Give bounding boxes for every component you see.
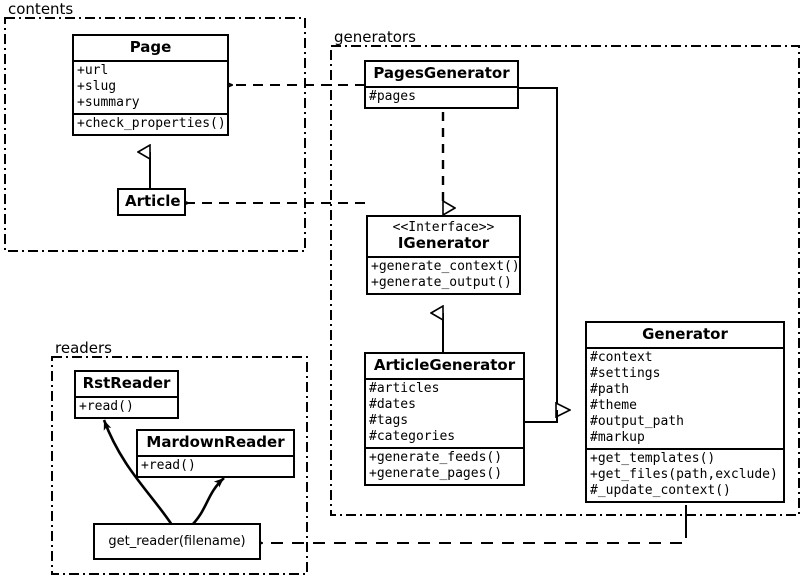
class-box-article[interactable]: Article — [117, 188, 186, 216]
relation-generator-to-getreader — [262, 505, 687, 543]
attribute-row: #pages — [369, 89, 416, 104]
class-box-articlegenerator[interactable]: ArticleGenerator #articles #dates #tags … — [364, 352, 525, 486]
package-label-generators: generators — [332, 28, 418, 46]
class-box-pagesgenerator[interactable]: PagesGenerator #pages — [364, 60, 519, 109]
method-row: +generate_feeds() — [369, 450, 503, 465]
attribute-row: #tags — [369, 413, 409, 428]
method-row: +generate_output() — [371, 275, 512, 290]
class-box-igenerator[interactable]: <<Interface>> IGenerator +generate_conte… — [366, 215, 521, 295]
class-box-mardownreader[interactable]: MardownReader +read() — [136, 429, 295, 478]
method-row: +read() — [79, 399, 134, 414]
method-row: +get_files(path,exclude) — [590, 467, 778, 482]
class-methods-articlegenerator: +generate_feeds() +generate_pages() — [366, 447, 523, 484]
function-box-get-reader[interactable]: get_reader(filename) — [93, 523, 261, 560]
class-box-generator[interactable]: Generator #context #settings #path #them… — [585, 321, 785, 503]
attribute-row: +url — [77, 63, 109, 78]
class-methods-igenerator: +generate_context() +generate_output() — [368, 256, 520, 293]
class-box-page[interactable]: Page +url +slug +summary +check_properti… — [72, 34, 229, 136]
method-row: +generate_context() — [371, 259, 520, 274]
class-methods-generator: +get_templates() +get_files(path,exclude… — [587, 448, 783, 501]
method-row: +generate_pages() — [369, 466, 503, 481]
method-row: +get_templates() — [590, 451, 716, 466]
attribute-row: #context — [590, 350, 653, 365]
class-title-pagesgenerator: PagesGenerator — [373, 64, 510, 82]
function-box-label: get_reader(filename) — [108, 534, 246, 549]
class-methods-page: +check_properties() — [74, 113, 227, 134]
attribute-row: #settings — [590, 366, 661, 381]
attribute-row: #path — [590, 382, 630, 397]
method-row: #_update_context() — [590, 483, 731, 498]
class-attributes-page: +url +slug +summary — [74, 60, 227, 113]
attribute-row: #dates — [369, 397, 416, 412]
class-methods-rstreader: +read() — [76, 396, 177, 417]
class-attributes-articlegenerator: #articles #dates #tags #categories — [366, 378, 523, 447]
package-label-readers: readers — [53, 339, 114, 357]
relation-articlegenerator-to-generator — [525, 410, 558, 423]
attribute-row: +slug — [77, 79, 117, 94]
attribute-row: #output_path — [590, 414, 684, 429]
attribute-row: +summary — [77, 95, 140, 110]
class-attributes-generator: #context #settings #path #theme #output_… — [587, 347, 783, 448]
attribute-row: #categories — [369, 429, 456, 444]
class-title-article: Article — [125, 192, 181, 210]
method-row: +read() — [141, 458, 196, 473]
attribute-row: #theme — [590, 398, 637, 413]
class-title-page: Page — [129, 38, 172, 56]
attribute-row: #articles — [369, 381, 440, 396]
attribute-row: #markup — [590, 430, 645, 445]
class-attributes-pagesgenerator: #pages — [366, 86, 517, 107]
method-row: +check_properties() — [77, 116, 226, 131]
class-methods-mardownreader: +read() — [138, 455, 293, 476]
class-box-rstreader[interactable]: RstReader +read() — [74, 370, 179, 419]
class-title-mardownreader: MardownReader — [146, 433, 285, 451]
relation-pagesgenerator-to-generator — [519, 87, 570, 410]
class-title-generator: Generator — [642, 325, 728, 343]
package-label-contents: contents — [6, 0, 76, 18]
relation-getreader-to-mardownreader — [189, 477, 225, 528]
class-title-rstreader: RstReader — [82, 374, 171, 392]
class-title-articlegenerator: ArticleGenerator — [373, 356, 516, 374]
class-title-igenerator: IGenerator — [397, 234, 490, 252]
class-stereotype-igenerator: <<Interface>> — [392, 220, 495, 235]
